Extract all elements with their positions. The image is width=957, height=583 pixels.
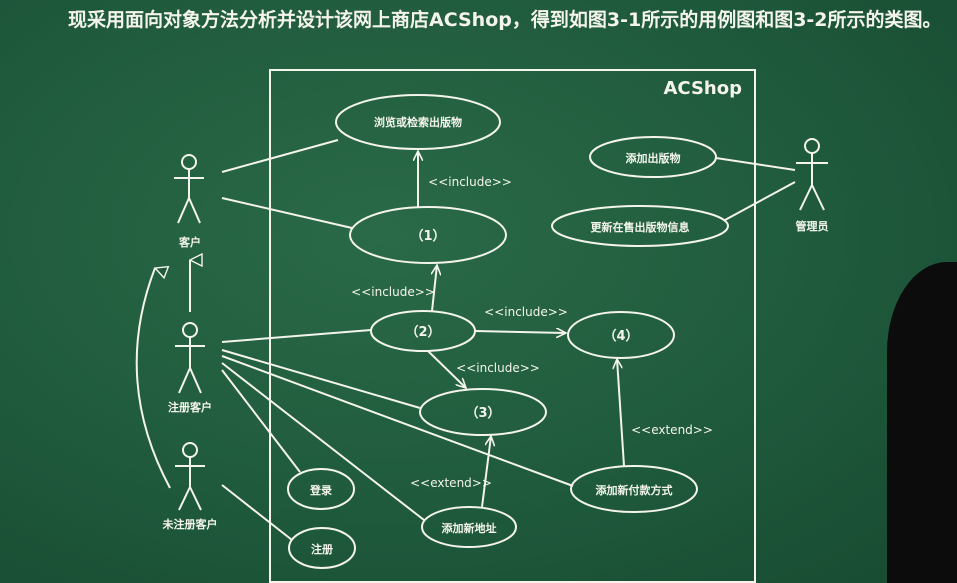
label-extend-1: <<extend>> bbox=[410, 476, 492, 490]
label-login: 登录 bbox=[309, 483, 332, 497]
dep-address-uc3 bbox=[481, 436, 491, 508]
uc-browse bbox=[335, 94, 501, 150]
label-uc2: （2） bbox=[405, 324, 440, 340]
uc-add-address bbox=[421, 506, 517, 548]
label-include-4: <<include>> bbox=[456, 361, 540, 375]
label-actor-customer: 客户 bbox=[178, 235, 201, 249]
assoc-reg-address bbox=[221, 362, 425, 521]
label-uc3: （3） bbox=[465, 405, 500, 421]
intro-text: 现采用面向对象方法分析并设计该网上商店ACShop，得到如图3-1所示的用例图和… bbox=[68, 9, 942, 31]
system-boundary bbox=[269, 69, 756, 583]
label-add-address: 添加新地址 bbox=[442, 521, 497, 535]
assoc-unreg-register bbox=[221, 484, 293, 541]
assoc-reg-payment bbox=[221, 355, 574, 487]
label-actor-registered: 注册客户 bbox=[168, 400, 212, 414]
label-add-payment: 添加新付款方式 bbox=[596, 483, 673, 497]
assoc-customer-uc1 bbox=[221, 197, 353, 229]
dep-uc2-uc4 bbox=[474, 331, 566, 333]
label-actor-unregistered: 未注册客户 bbox=[162, 517, 218, 531]
system-name: ACShop bbox=[663, 78, 742, 99]
uc-1 bbox=[349, 206, 507, 264]
label-register: 注册 bbox=[311, 542, 333, 556]
dep-uc2-uc3 bbox=[427, 350, 466, 388]
uc-add-pub bbox=[589, 136, 717, 178]
assoc-reg-login bbox=[221, 369, 301, 473]
presenter-silhouette bbox=[887, 262, 957, 583]
actor-customer bbox=[174, 154, 204, 224]
label-include-3: <<include>> bbox=[484, 305, 568, 319]
dep-payment-uc4 bbox=[617, 359, 625, 467]
assoc-admin-addpub bbox=[715, 157, 796, 171]
uc-update-pub bbox=[551, 205, 729, 247]
label-add-pub: 添加出版物 bbox=[626, 151, 681, 165]
assoc-reg-uc3 bbox=[221, 349, 421, 409]
label-update-pub: 更新在售出版物信息 bbox=[591, 220, 690, 234]
actor-unregistered bbox=[175, 442, 205, 511]
label-extend-2: <<extend>> bbox=[631, 423, 713, 437]
label-uc1: （1） bbox=[410, 228, 445, 244]
dep-uc2-uc1 bbox=[432, 265, 437, 312]
assoc-customer-browse bbox=[221, 139, 339, 173]
uc-3 bbox=[419, 388, 547, 436]
actor-admin bbox=[796, 138, 828, 211]
label-browse: 浏览或检索出版物 bbox=[374, 115, 462, 129]
label-include-2: <<include>> bbox=[351, 285, 435, 299]
uc-add-payment bbox=[570, 465, 698, 513]
gen-unregistered-customer bbox=[135, 268, 171, 489]
label-include-1: <<include>> bbox=[428, 175, 512, 189]
label-uc4: （4） bbox=[603, 328, 638, 344]
assoc-reg-uc2 bbox=[221, 329, 372, 343]
assoc-admin-updatepub bbox=[724, 181, 796, 221]
uc-register bbox=[288, 527, 356, 569]
uc-login bbox=[287, 468, 355, 510]
label-actor-admin: 管理员 bbox=[796, 219, 829, 233]
actor-registered bbox=[175, 322, 205, 394]
